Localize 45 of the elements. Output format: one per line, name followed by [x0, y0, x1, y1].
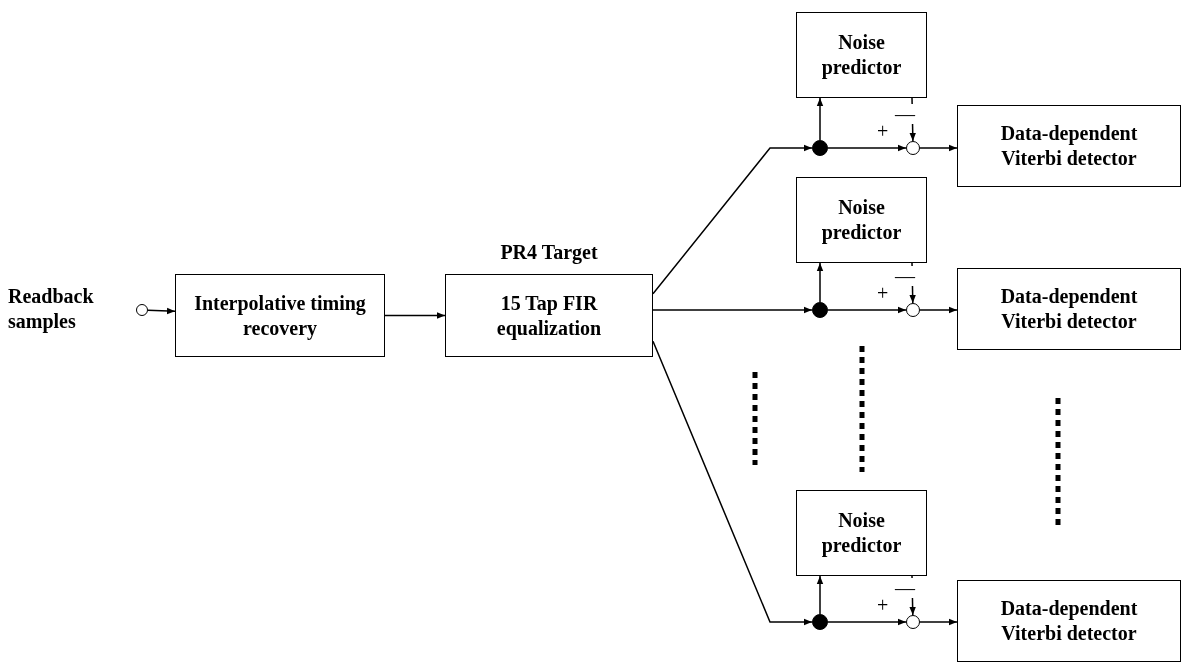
process-box — [957, 268, 1181, 350]
arrow — [919, 306, 958, 314]
arrow — [384, 312, 446, 319]
arrow — [652, 306, 813, 314]
branch-point — [812, 140, 828, 156]
arrow — [909, 575, 916, 616]
block-label: 15 Tap FIR equalization — [495, 290, 603, 341]
branch-point — [812, 614, 828, 630]
process-box — [796, 12, 927, 98]
summing-junction — [906, 141, 920, 155]
sign-label: — — [894, 104, 916, 124]
arrow — [919, 144, 958, 152]
arrow — [816, 97, 824, 141]
block-label: Interpolative timing recovery — [193, 290, 367, 341]
arrow — [827, 306, 907, 314]
process-box — [445, 274, 653, 357]
summing-junction — [906, 303, 920, 317]
arrow — [909, 262, 916, 304]
sign-label: — — [894, 578, 916, 598]
block-label: Noise predictor — [820, 195, 903, 245]
arrow — [816, 262, 824, 303]
side-label: PR4 Target — [499, 240, 599, 265]
summing-junction — [136, 304, 148, 316]
side-label: Readback samples — [8, 284, 95, 334]
arrow — [816, 575, 824, 615]
branch-point — [812, 302, 828, 318]
block-label: Data-dependent Viterbi detector — [999, 121, 1139, 171]
arrow — [827, 618, 907, 626]
sign-label: — — [894, 266, 916, 286]
arrow — [147, 307, 176, 315]
arrow — [827, 144, 907, 152]
block-label: Noise predictor — [820, 30, 903, 80]
arrow — [652, 144, 813, 295]
arrow — [909, 97, 916, 142]
block-label: Data-dependent Viterbi detector — [999, 596, 1139, 646]
process-box — [796, 490, 927, 576]
process-box — [957, 580, 1181, 662]
arrow — [652, 340, 813, 626]
arrow — [919, 618, 958, 626]
process-box — [796, 177, 927, 263]
process-box — [175, 274, 385, 357]
block-label: Data-dependent Viterbi detector — [999, 284, 1139, 334]
process-box — [957, 105, 1181, 187]
summing-junction — [906, 615, 920, 629]
block-label: Noise predictor — [820, 508, 903, 558]
